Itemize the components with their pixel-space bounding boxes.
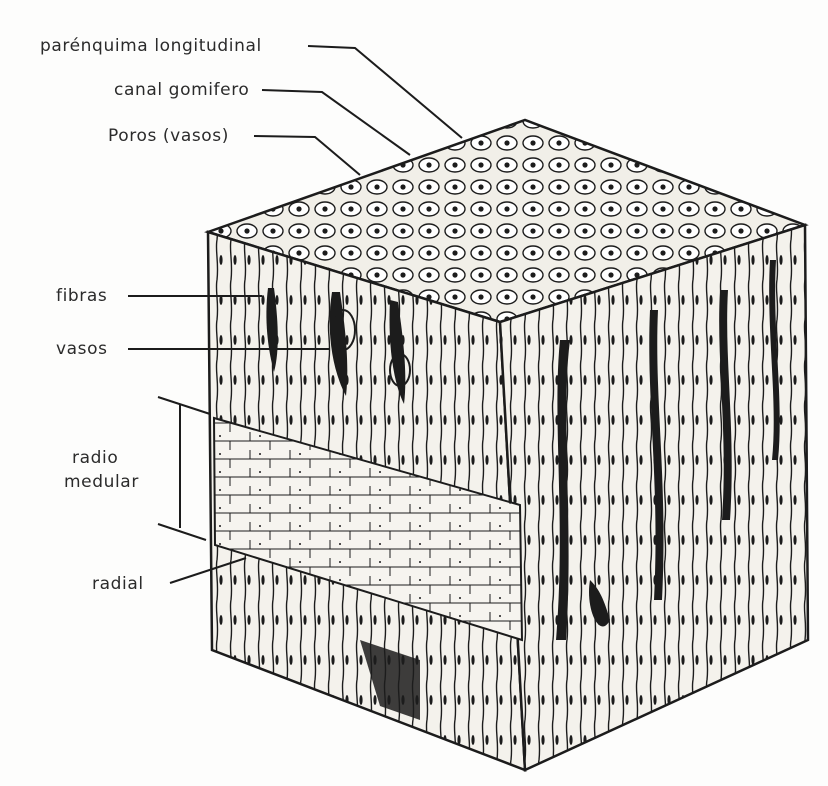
label-radio: radio <box>72 448 118 468</box>
label-fibras: fibras <box>56 286 107 306</box>
right-face <box>500 225 808 770</box>
label-vasos: vasos <box>56 339 108 359</box>
label-poros-vasos: Poros (vasos) <box>108 126 229 146</box>
label-canal-gomifero: canal gomifero <box>114 80 249 100</box>
label-radial: radial <box>92 574 144 594</box>
label-parenquima-longitudinal: parénquima longitudinal <box>40 36 262 56</box>
radio-bracket <box>158 397 210 540</box>
label-medular: medular <box>64 472 139 492</box>
